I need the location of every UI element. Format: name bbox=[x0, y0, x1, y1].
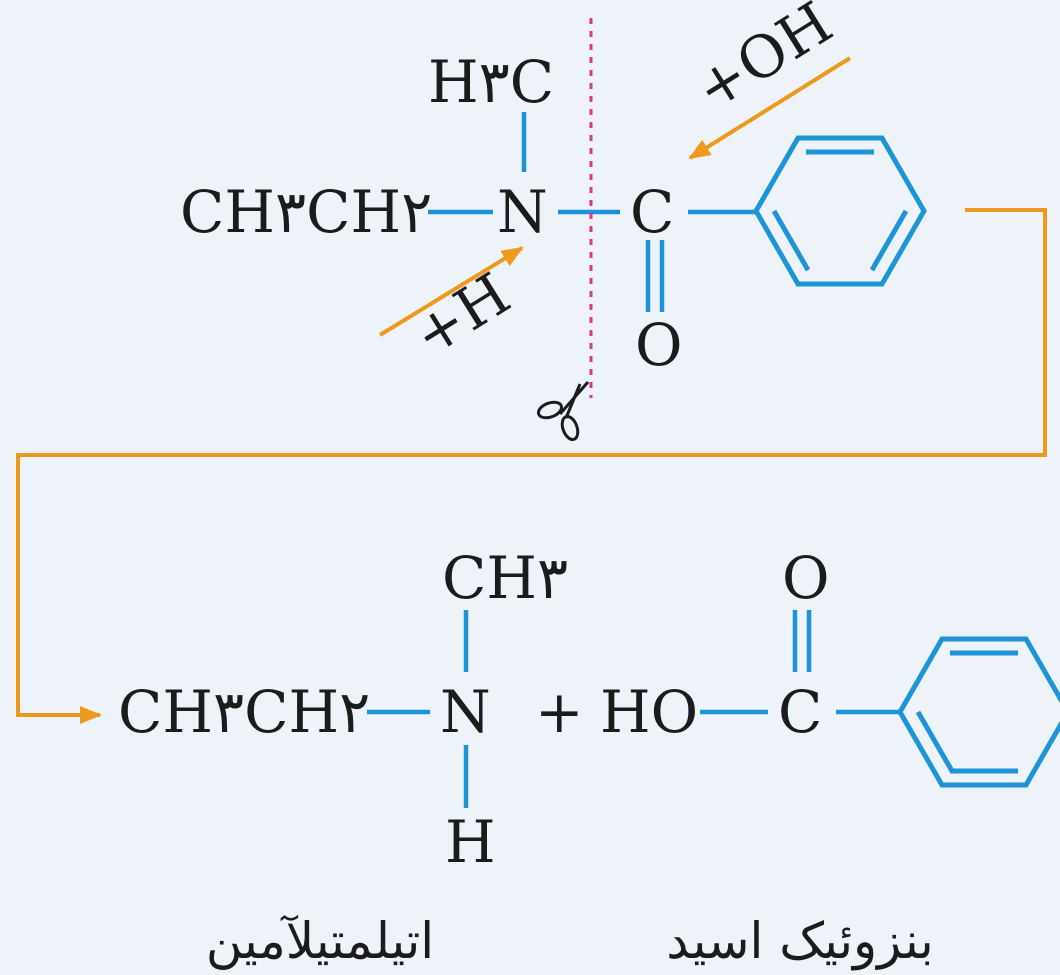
acid-oxygen: O bbox=[782, 544, 830, 612]
amine-product: CH۳CH۲ N CH۳ H bbox=[118, 544, 568, 876]
reactant-ethyl-label: CH۳CH۲ bbox=[180, 178, 432, 246]
acid-carbon: C bbox=[778, 678, 822, 746]
amine-nitrogen: N bbox=[440, 678, 491, 746]
reactant-molecule: CH۳CH۲ N H۳C C O +OH +H bbox=[180, 0, 927, 442]
add-h-label: +H bbox=[401, 260, 521, 370]
acid-product: HO C O bbox=[600, 544, 1060, 788]
reactant-carbonyl-oxygen: O bbox=[635, 311, 683, 379]
add-oh-label: +OH bbox=[683, 0, 843, 124]
acid-hydroxyl-label: HO bbox=[600, 678, 698, 746]
amine-name: اتیلمتیلآمین bbox=[206, 912, 434, 970]
benzene-ring-icon bbox=[753, 135, 927, 287]
h-attack-arrow bbox=[378, 246, 524, 337]
scissors-icon bbox=[536, 381, 590, 442]
amine-ethyl-label: CH۳CH۲ bbox=[118, 678, 370, 746]
reactant-nitrogen: N bbox=[497, 178, 548, 246]
amine-hydrogen: H bbox=[445, 808, 496, 876]
benzene-ring-icon bbox=[897, 636, 1060, 788]
oh-attack-arrow bbox=[688, 56, 852, 160]
reactant-methyl-label: H۳C bbox=[428, 48, 554, 116]
plus-sign: + bbox=[535, 678, 584, 746]
reaction-arrow bbox=[16, 208, 1047, 724]
amine-methyl-label: CH۳ bbox=[442, 544, 568, 612]
reactant-carbonyl-carbon: C bbox=[630, 178, 674, 246]
acid-name: بنزوئیک اسید bbox=[666, 912, 934, 971]
